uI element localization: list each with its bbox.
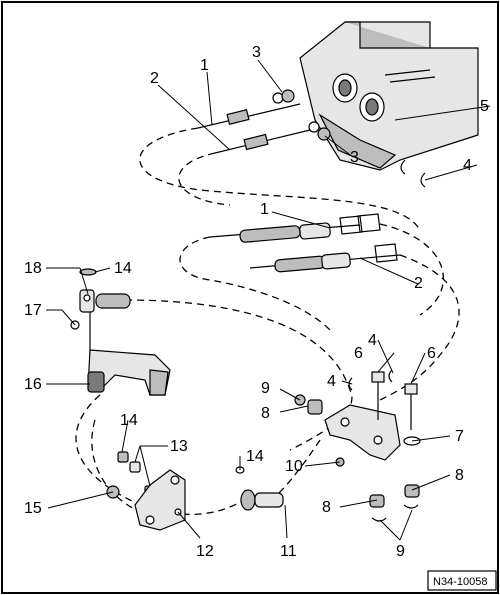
- cable-end-bottom: [235, 466, 284, 511]
- middle-cable-pair: [209, 213, 401, 273]
- callout-17: 17: [24, 302, 42, 319]
- callout-13: 13: [170, 438, 188, 455]
- callout-1: 1: [200, 57, 209, 74]
- callout-14: 14: [120, 412, 138, 429]
- callout-6: 6: [354, 345, 363, 362]
- callout-7: 7: [455, 428, 464, 445]
- callout-16: 16: [24, 376, 42, 393]
- bracket-left: [134, 469, 186, 531]
- callout-12: 12: [196, 543, 214, 560]
- circlips-upper: [400, 159, 426, 188]
- callout-8: 8: [322, 499, 331, 516]
- callout-1: 1: [260, 201, 269, 218]
- callout-10: 10: [285, 458, 303, 475]
- callout-4: 4: [368, 332, 377, 349]
- callout-14: 14: [114, 260, 132, 277]
- callout-3: 3: [252, 44, 261, 61]
- callout-9: 9: [261, 380, 270, 397]
- callout-15: 15: [24, 500, 42, 517]
- callout-6: 6: [427, 345, 436, 362]
- callout-8: 8: [261, 405, 270, 422]
- callout-5: 5: [480, 98, 489, 115]
- cable-routing-lines: [75, 127, 460, 521]
- callout-4: 4: [327, 373, 336, 390]
- callout-labels: 1 2 3 5 3 4 1 2 18 14 17 16 4 6 6 4 9 8 …: [24, 44, 489, 560]
- figure-code-box: N34-10058: [427, 570, 497, 591]
- leader-lines: [46, 59, 491, 541]
- callout-2: 2: [414, 275, 423, 292]
- callout-4: 4: [463, 157, 472, 174]
- selector-bracket: [294, 369, 421, 522]
- callout-9: 9: [396, 543, 405, 560]
- gear-lever-assembly: [70, 268, 171, 396]
- callout-11: 11: [280, 543, 297, 560]
- callout-2: 2: [150, 70, 159, 87]
- callout-14: 14: [246, 448, 264, 465]
- gearbox-housing: [299, 21, 479, 171]
- callout-8: 8: [455, 467, 464, 484]
- callout-3: 3: [350, 149, 359, 166]
- figure-code: N34-10058: [433, 576, 487, 588]
- upper-cable-ends: [197, 89, 331, 154]
- callout-18: 18: [24, 260, 42, 277]
